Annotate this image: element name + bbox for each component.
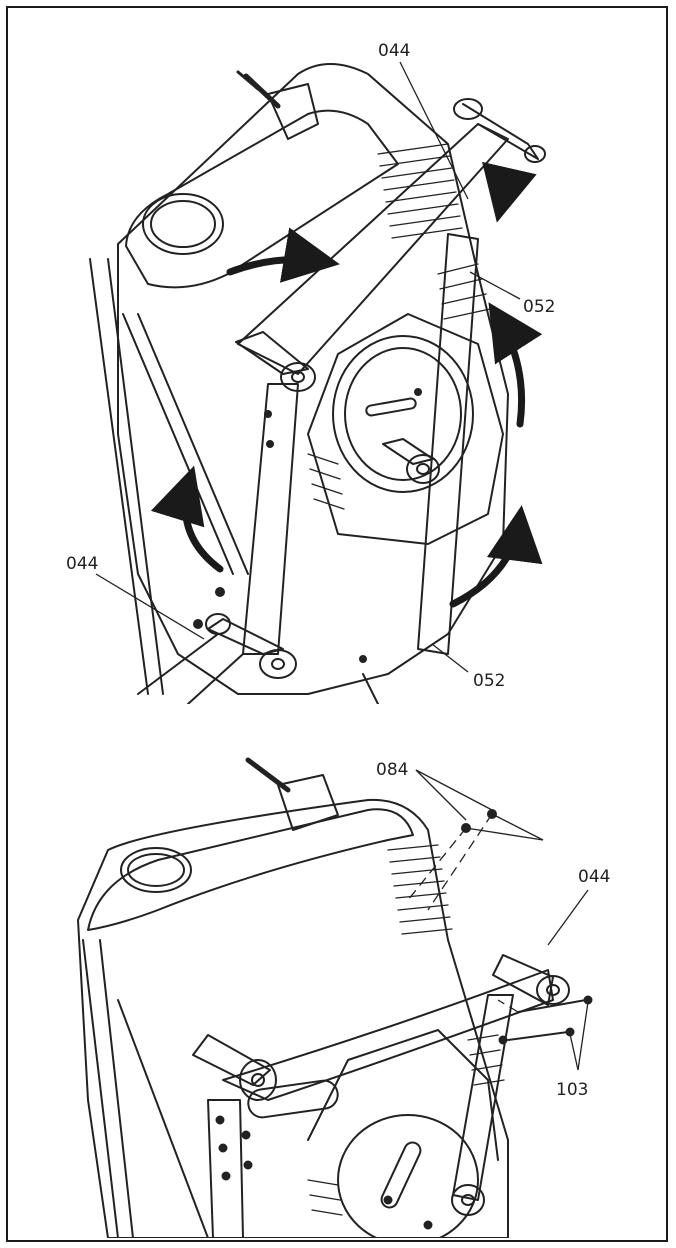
bottom-assembly-panel: 084 044 103 <box>8 740 668 1238</box>
frame-tube-left-bottom <box>82 939 119 1238</box>
bolt-103-b <box>507 1031 569 1041</box>
housing-outline-bottom <box>77 798 509 1238</box>
flywheel-cover-bottom <box>337 1114 479 1238</box>
rotate-arrow-left <box>150 465 224 573</box>
diagram-frame <box>6 6 668 1242</box>
rotate-arrow-bottom-right <box>449 505 543 608</box>
label-103: 103 <box>556 1080 588 1100</box>
rotate-arrow-top <box>226 227 340 283</box>
label-044-bottom: 044 <box>578 867 610 887</box>
pivot-axle-bottom <box>192 1034 271 1086</box>
console-dial <box>142 193 224 255</box>
top-assembly-panel: 044 052 044 052 <box>8 14 668 704</box>
pedal-arm-right <box>417 233 479 655</box>
label-084: 084 <box>376 760 408 780</box>
console-dial-bottom <box>120 847 192 893</box>
console-top-bottom <box>87 808 414 931</box>
down-arrow-right <box>482 161 537 223</box>
flywheel-cover <box>332 335 474 493</box>
pivot-axle-left <box>235 331 309 375</box>
label-052-lower: 052 <box>473 671 505 691</box>
frame-tube-left <box>89 258 149 695</box>
label-052-upper: 052 <box>523 297 555 317</box>
tension-knob <box>267 83 319 140</box>
rotate-arrow-right <box>488 302 543 428</box>
label-044-left: 044 <box>66 554 98 574</box>
pedal-arm-left-bottom <box>207 1099 244 1238</box>
pedal-arm-right-bottom <box>452 994 514 1201</box>
tension-knob-bottom <box>277 774 339 831</box>
console-top <box>125 109 399 289</box>
handlebar-crossbar <box>237 123 509 375</box>
pedal-arm-left <box>242 383 299 655</box>
housing-outline <box>117 63 509 695</box>
label-044-top: 044 <box>378 41 410 61</box>
bolt-103-a <box>517 999 587 1013</box>
side-grille <box>307 313 504 545</box>
